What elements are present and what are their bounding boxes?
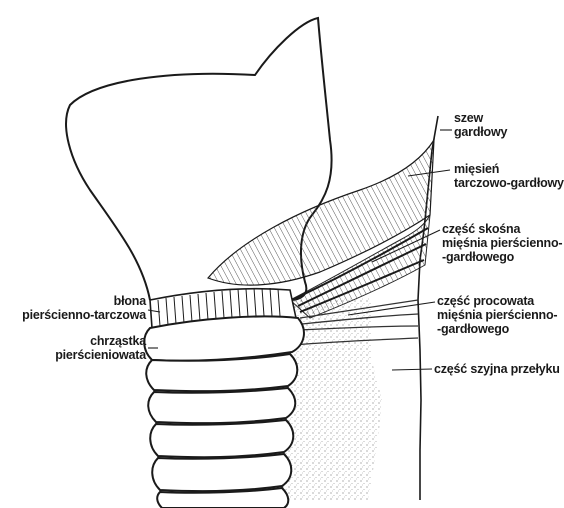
label-cricoid-cartilage: chrząstka pierścieniowata bbox=[8, 334, 146, 362]
label-line: gardłowy bbox=[454, 125, 507, 139]
label-line: część procowata bbox=[437, 294, 557, 308]
label-line: mięśnia pierścienno- bbox=[437, 308, 557, 322]
label-oblique-part: część skośna mięśnia pierścienno- -gardł… bbox=[442, 222, 562, 264]
label-line: pierścienno-tarczowa bbox=[8, 308, 146, 322]
label-thyropharyngeal-muscle: mięsień tarczowo-gardłowy bbox=[454, 162, 564, 190]
tracheal-rings bbox=[146, 354, 297, 508]
label-fundiform-part: część procowata mięśnia pierścienno- -ga… bbox=[437, 294, 557, 336]
label-cervical-esophagus: część szyjna przełyku bbox=[434, 362, 560, 376]
label-line: część skośna bbox=[442, 222, 562, 236]
label-line: mięśnia pierścienno- bbox=[442, 236, 562, 250]
label-line: -gardłowego bbox=[437, 322, 557, 336]
label-line: mięsień bbox=[454, 162, 564, 176]
label-line: błona bbox=[8, 294, 146, 308]
label-pharyngeal-raphe: szew gardłowy bbox=[454, 111, 507, 139]
label-line: pierścieniowata bbox=[8, 348, 146, 362]
label-line: część szyjna przełyku bbox=[434, 362, 560, 376]
label-cricothyroid-membrane: błona pierścienno-tarczowa bbox=[8, 294, 146, 322]
label-line: szew bbox=[454, 111, 507, 125]
label-line: tarczowo-gardłowy bbox=[454, 176, 564, 190]
label-line: chrząstka bbox=[8, 334, 146, 348]
label-line: -gardłowego bbox=[442, 250, 562, 264]
